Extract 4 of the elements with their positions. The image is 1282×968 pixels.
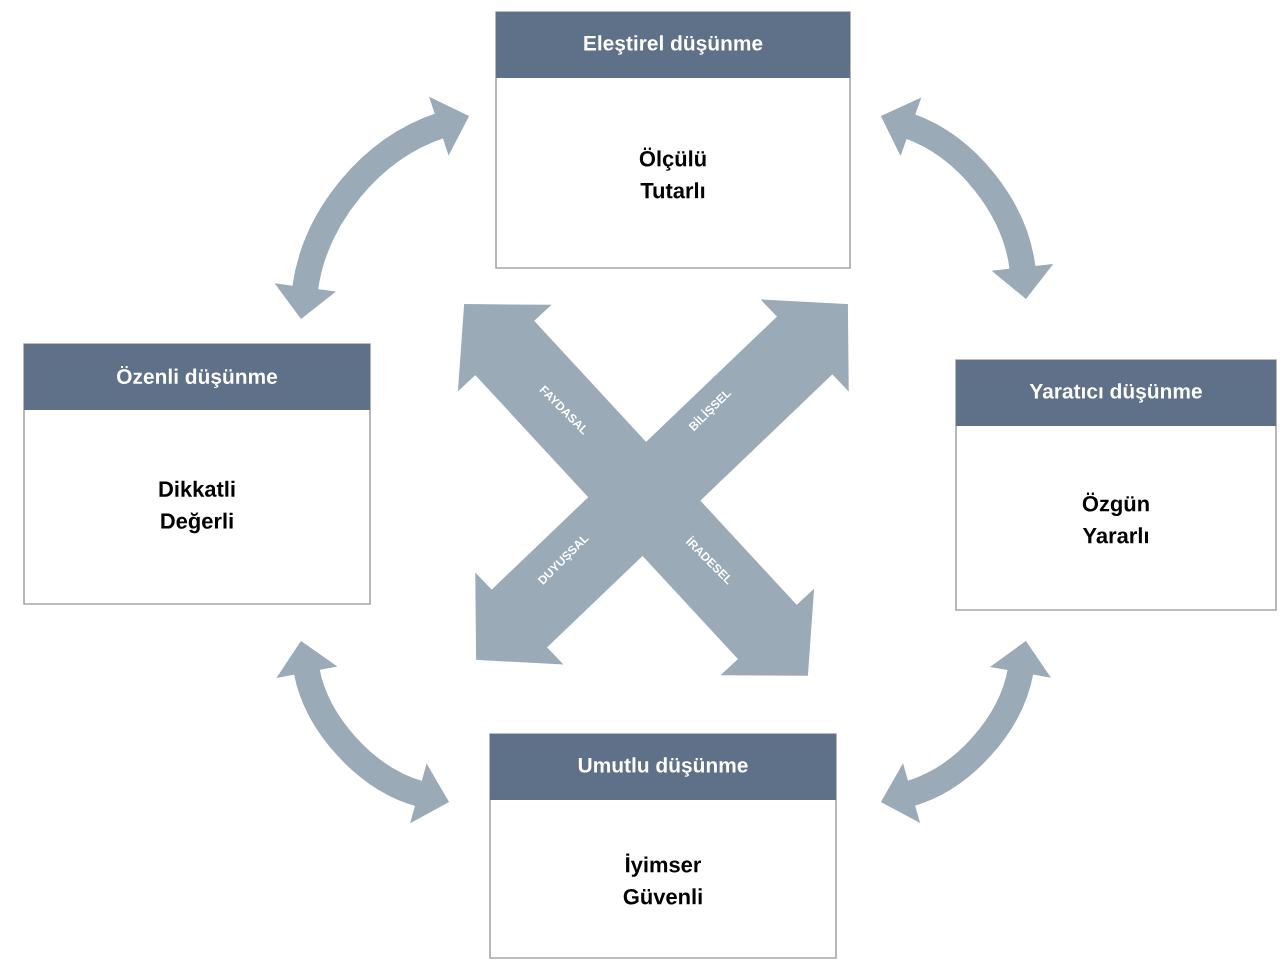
thinking-box: Yaratıcı düşünme Özgün Yararlı bbox=[955, 359, 1277, 611]
thinking-box: Özenli düşünme Dikkatli Değerli bbox=[23, 343, 371, 605]
thinking-box: Umutlu düşünme İyimser Güvenli bbox=[489, 733, 837, 959]
thinking-box: Eleştirel düşünme Ölçülü Tutarlı bbox=[495, 11, 851, 269]
